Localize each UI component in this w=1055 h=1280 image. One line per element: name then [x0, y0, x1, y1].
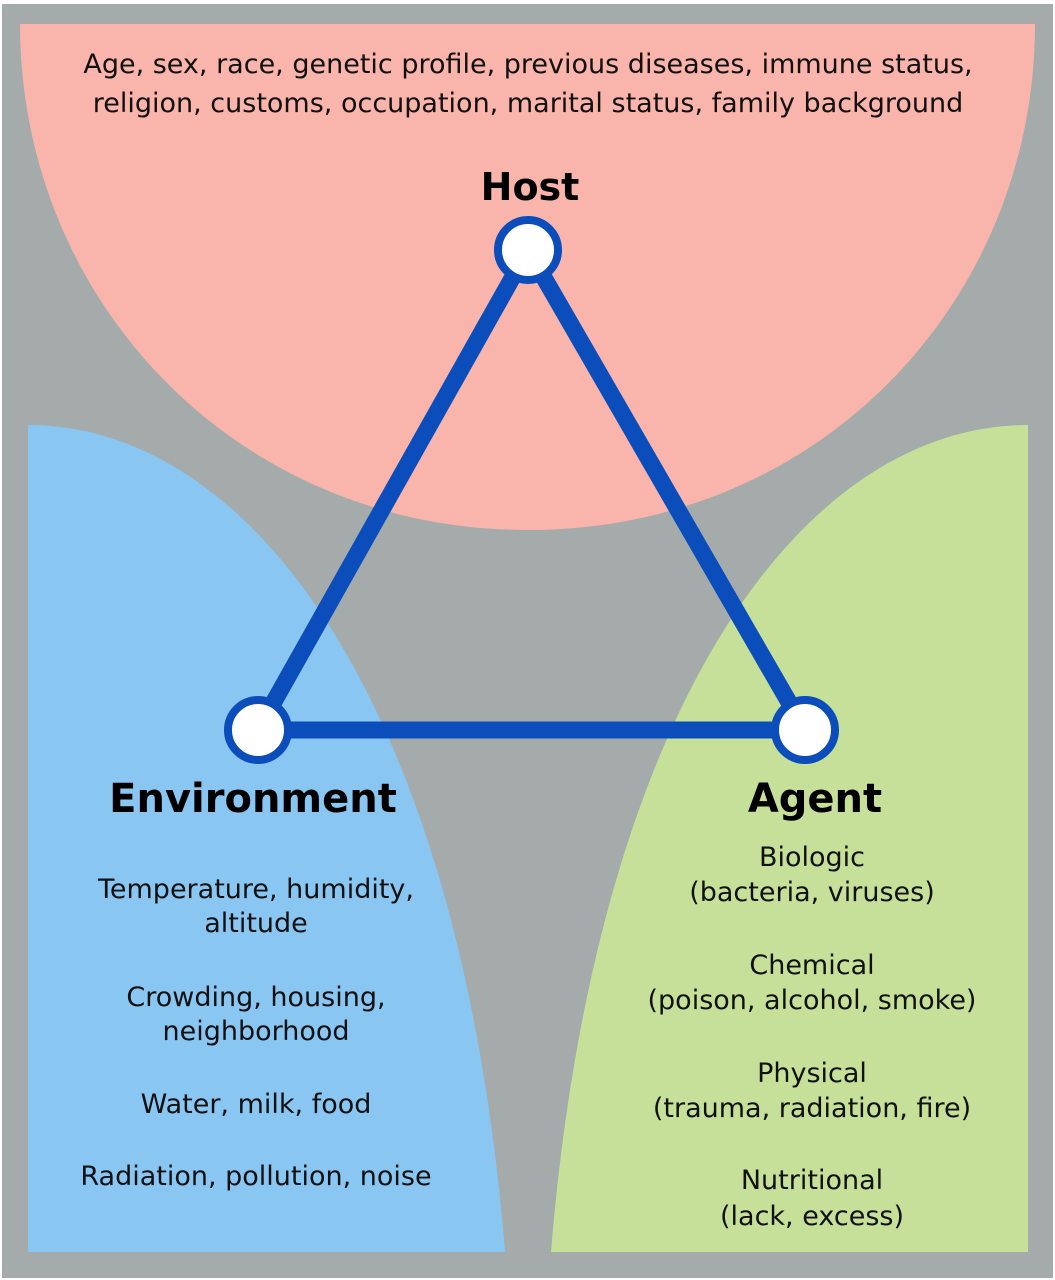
- environment-item-3: Water, milk, food: [141, 1089, 372, 1120]
- edge-host-agent: [520, 245, 813, 735]
- environment-node: [224, 696, 292, 764]
- environment-region: [28, 425, 505, 1252]
- agent-item-1-name: Biologic: [759, 842, 865, 873]
- environment-item-1-line-2: altitude: [204, 908, 308, 939]
- environment-item-4: Radiation, pollution, noise: [80, 1161, 431, 1192]
- environment-item-2-line-1: Crowding, housing,: [126, 982, 385, 1013]
- environment-item-1-line-1: Temperature, humidity,: [97, 874, 414, 905]
- environment-item-2-line-2: neighborhood: [162, 1016, 349, 1047]
- agent-title: Agent: [748, 776, 882, 822]
- host-description-line-2: religion, customs, occupation, marital s…: [93, 88, 964, 119]
- agent-item-2-name: Chemical: [749, 950, 874, 981]
- agent-item-4-name: Nutritional: [741, 1165, 883, 1196]
- edge-host-environment: [250, 245, 536, 735]
- agent-item-1-examples: (bacteria, viruses): [689, 877, 935, 908]
- agent-item-3-examples: (trauma, radiation, fire): [653, 1093, 971, 1124]
- environment-title: Environment: [109, 776, 397, 822]
- agent-region: [551, 425, 1028, 1252]
- host-node: [494, 216, 562, 284]
- agent-item-4-examples: (lack, excess): [720, 1201, 904, 1232]
- host-description-line-1: Age, sex, race, genetic profile, previou…: [83, 49, 972, 80]
- agent-item-2-examples: (poison, alcohol, smoke): [648, 985, 977, 1016]
- host-title: Host: [481, 165, 580, 209]
- agent-item-3-name: Physical: [757, 1058, 867, 1089]
- agent-node: [771, 696, 839, 764]
